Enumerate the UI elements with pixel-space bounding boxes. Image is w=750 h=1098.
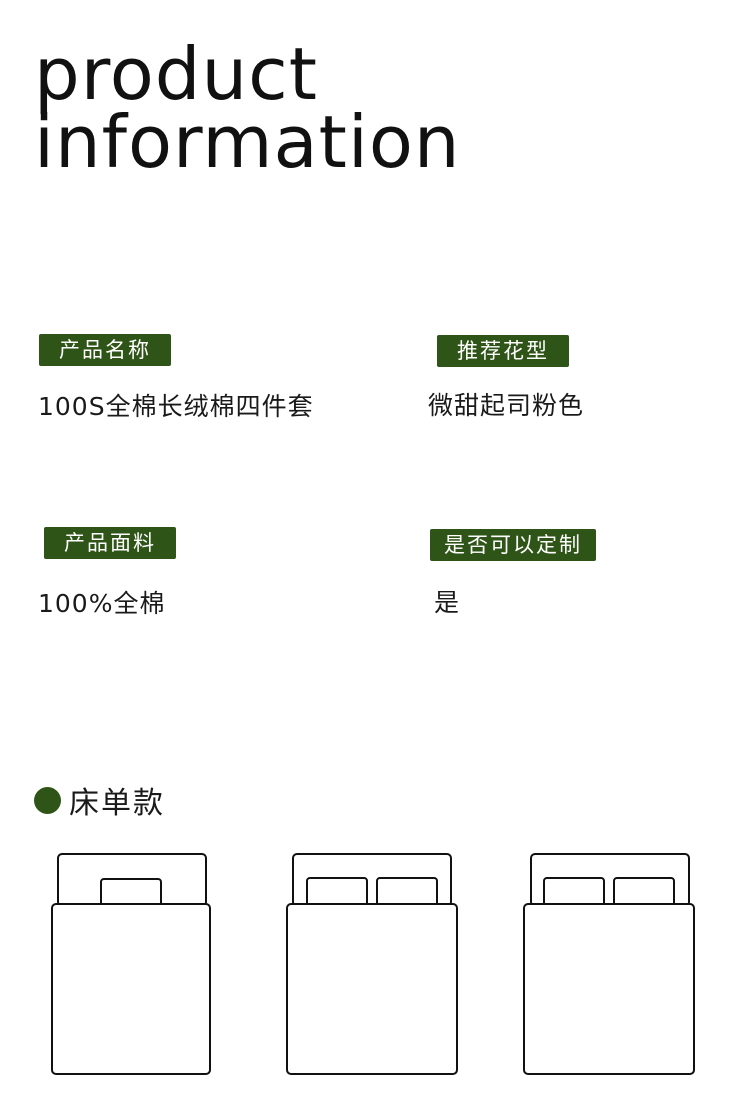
double-bed-icon [286, 853, 458, 1075]
double-bed-icon [523, 853, 695, 1075]
product-name-value: 100S全棉长绒棉四件套 [38, 392, 314, 421]
section-heading: 床单款 [34, 778, 165, 822]
pattern-value: 微甜起司粉色 [428, 391, 585, 420]
section-title: 床单款 [69, 786, 165, 821]
title-line-2: information [34, 100, 461, 184]
customizable-value: 是 [434, 588, 461, 617]
product-name-label: 产品名称 [39, 334, 171, 366]
circle-bullet-icon [34, 786, 61, 814]
pattern-label: 推荐花型 [437, 335, 569, 367]
single-bed-icon [51, 853, 211, 1075]
customizable-label: 是否可以定制 [430, 529, 596, 561]
fabric-label: 产品面料 [44, 527, 176, 559]
fabric-value: 100%全棉 [38, 589, 166, 618]
page-title: product information [34, 32, 461, 184]
title-line-1: product [34, 32, 318, 116]
